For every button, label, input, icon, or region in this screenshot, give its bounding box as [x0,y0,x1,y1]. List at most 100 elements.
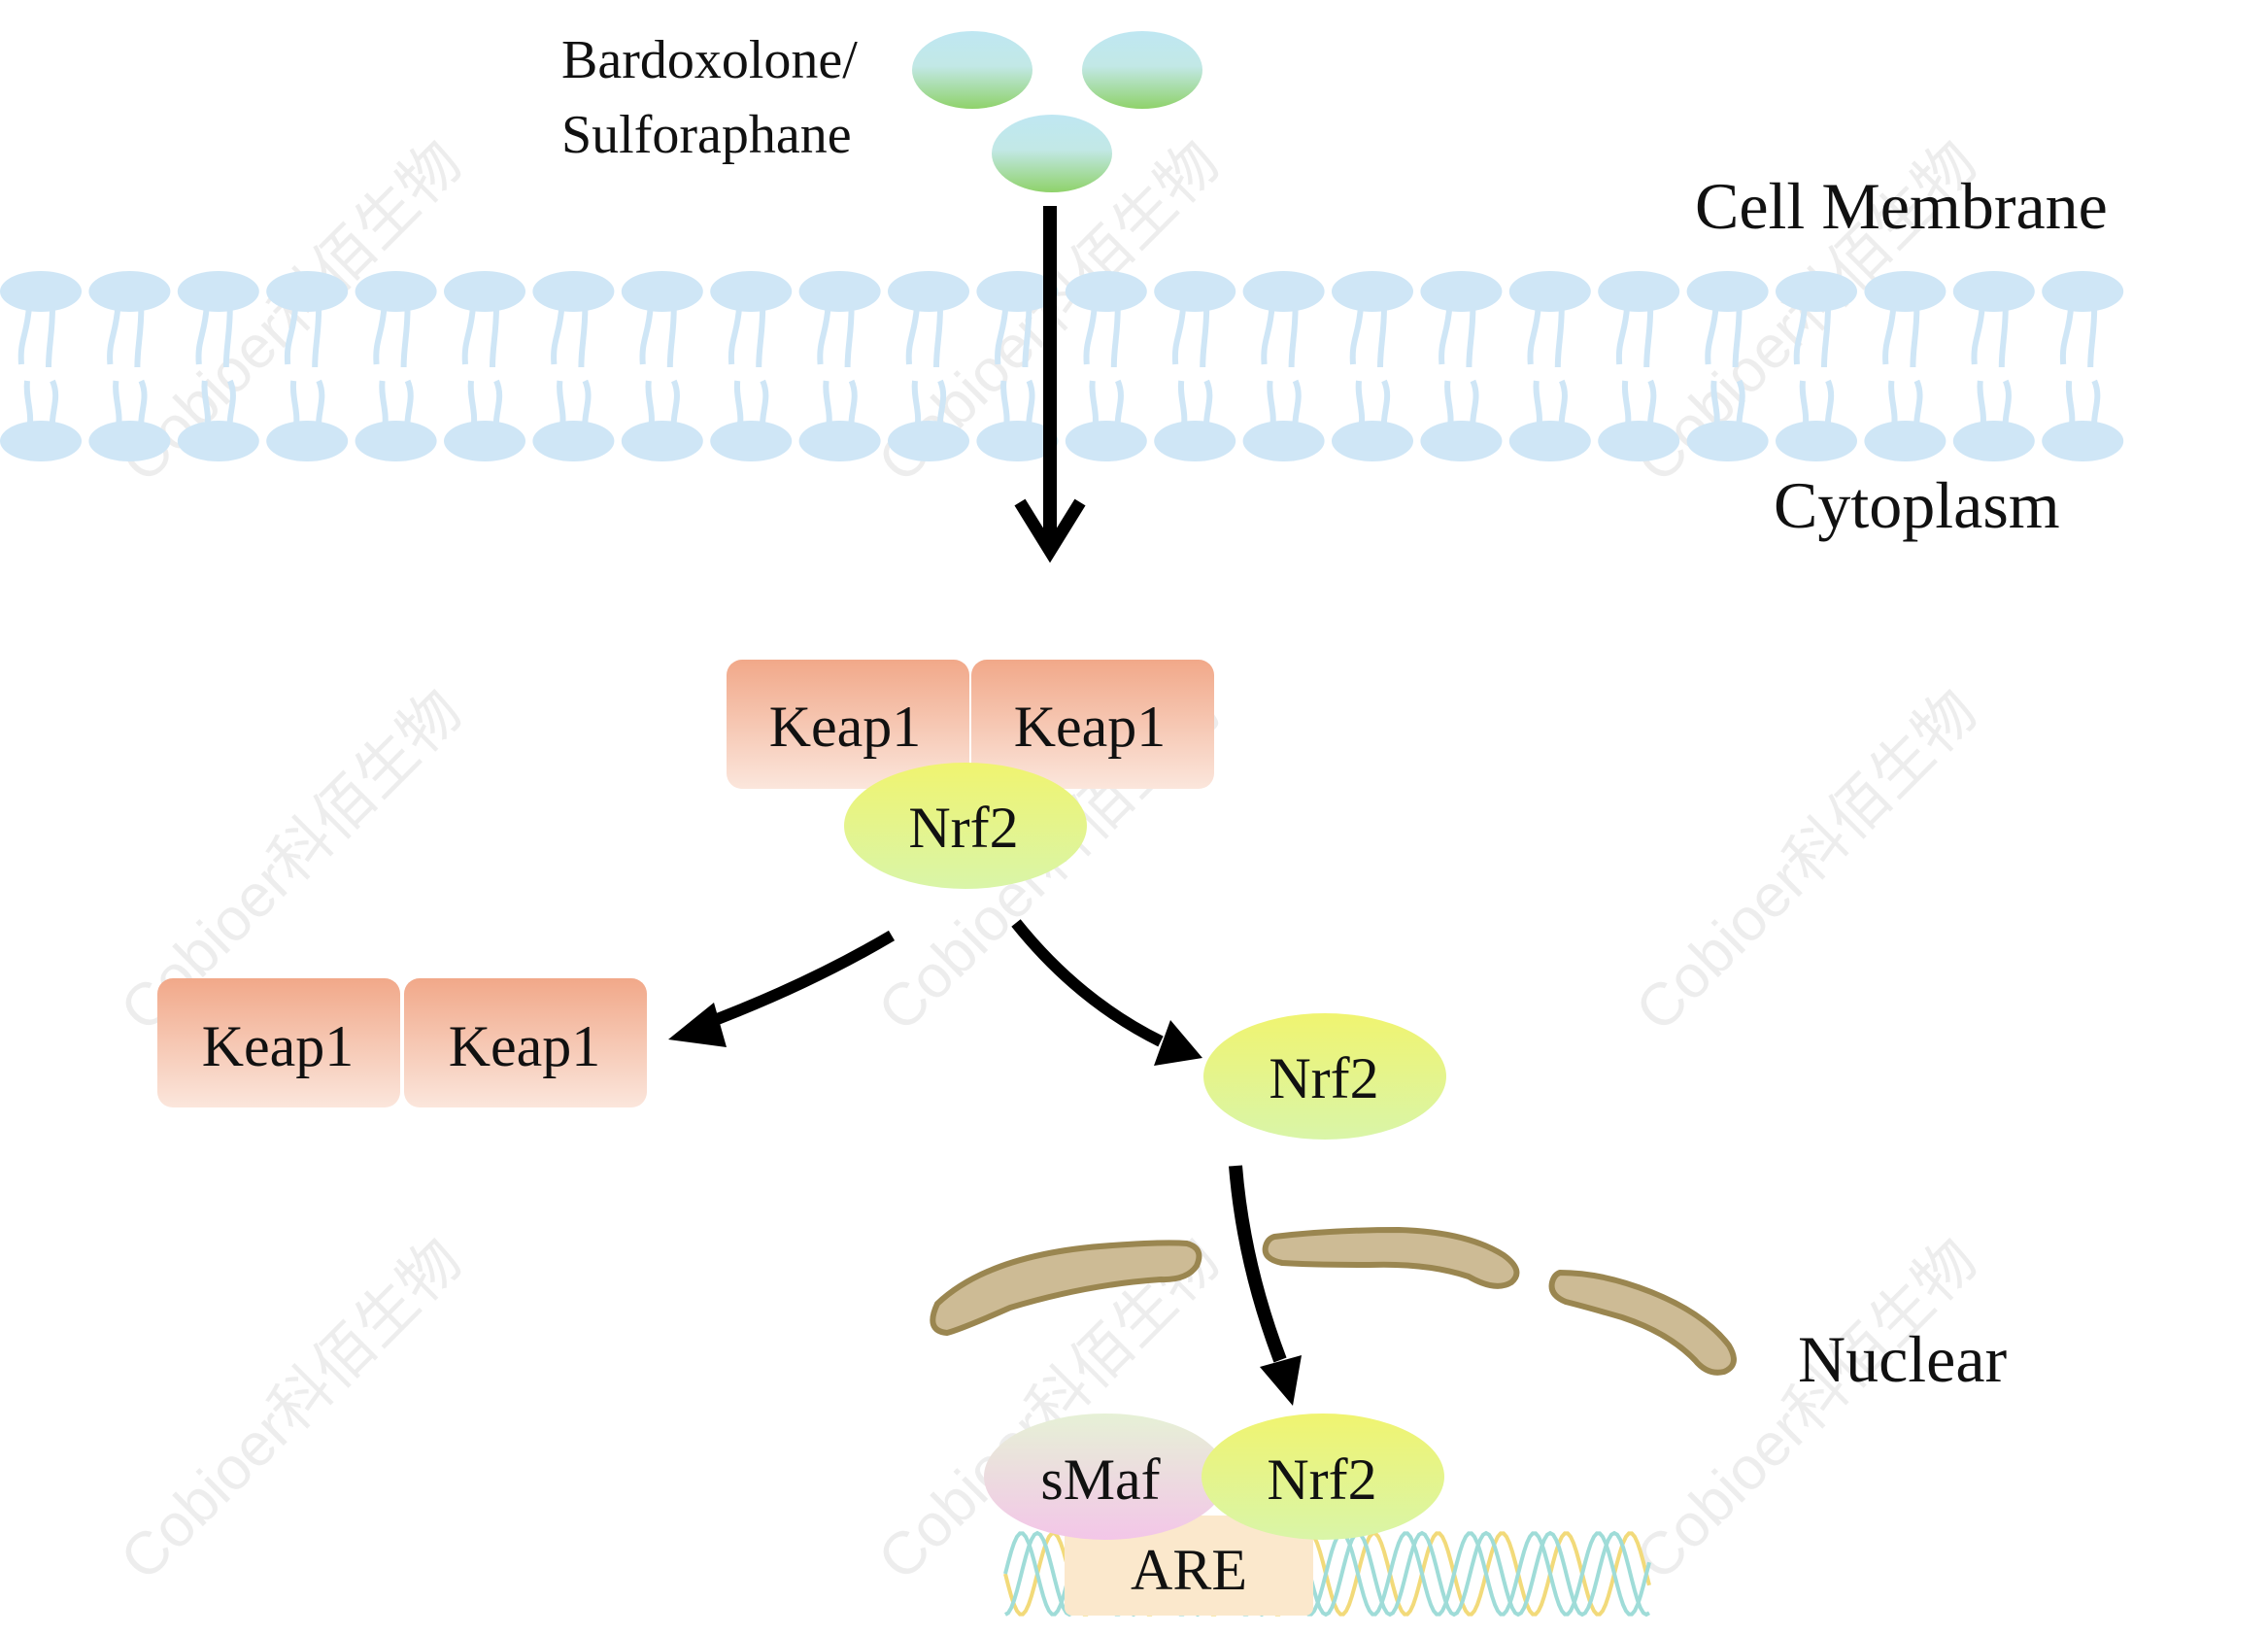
free-nrf2-label: Nrf2 [1269,1046,1378,1110]
lipid-tail [1527,305,1541,365]
lipid-tail [284,305,299,365]
nrf2-oval [844,763,1087,889]
nuclear-envelope [930,1227,1737,1376]
keap1-nrf2-complex: Keap1 Keap1 Nrf2 [727,660,1214,889]
watermark-text: Cobioer科佰生物 [108,1226,475,1593]
lipid-head [1776,421,1857,461]
phospholipid-pair [1598,271,1680,461]
lipid-tail [1288,305,1299,368]
keap1-label: Keap1 [1014,695,1167,759]
phospholipid-pair [976,271,1059,461]
lipid-head [2042,421,2124,461]
cytoplasm-label: Cytoplasm [1774,468,2060,542]
lipid-tail [1377,305,1387,368]
lipid-head [355,421,437,461]
lipid-head [710,271,793,312]
smaf-label: sMaf [1040,1448,1160,1512]
nuclear-envelope-segment [1262,1227,1520,1289]
lipid-head [444,271,525,312]
phospholipid-pair [621,271,703,461]
lipid-tail [1882,305,1897,365]
phospholipid-pair [798,271,881,461]
lipid-tail [490,305,499,368]
lipid-head [266,271,349,312]
lipid-head [266,421,349,461]
lipid-tail [844,305,855,368]
cell-membrane-label: Cell Membrane [1695,169,2108,243]
drug-molecule [1082,31,1202,109]
lipid-tail [195,305,210,365]
drug-molecules [912,31,1202,192]
lipid-head [1242,271,1325,312]
lipid-head [1952,271,2035,312]
lipid-head [1952,421,2035,461]
lipid-tail [1971,305,1985,365]
lipid-head [0,421,82,461]
lipid-head [621,421,703,461]
lipid-head [1065,271,1147,312]
phospholipid-pair [444,271,525,461]
phospholipid-pair [1065,271,1147,461]
free-nrf2-oval [1203,1013,1446,1140]
lipid-tail [222,305,233,368]
lipid-tail [1821,305,1831,368]
lipid-tail [1910,305,1920,368]
keap1-block [157,978,400,1107]
lipid-head [1332,271,1413,312]
lipid-head [88,421,171,461]
lipid-head [532,421,615,461]
lipid-tail [46,305,55,368]
lipid-tail [2087,305,2098,368]
lipid-tail [995,305,1009,365]
watermark-text: Cobioer科佰生物 [1623,677,1990,1044]
lipid-tail [1110,305,1121,368]
lipid-tail [1022,305,1032,368]
lipid-tail [728,305,743,365]
phospholipid-pair [532,271,615,461]
lipid-head [621,271,703,312]
lipid-tail [461,305,476,365]
lipid-head [976,421,1059,461]
cell-membrane-bilayer [0,271,2124,461]
nuclear-entry-arrowhead [1260,1355,1302,1406]
lipid-head [798,421,881,461]
keap1-block [727,660,969,789]
lipid-head [88,271,171,312]
lipid-head [1686,421,1769,461]
phospholipid-pair [1686,271,1769,461]
keap1-label: Keap1 [449,1014,601,1078]
phospholipid-pair [1332,271,1413,461]
lipid-tail [1732,305,1743,368]
drug-molecule [912,31,1032,109]
drug-molecule [992,115,1112,192]
nuclear-label: Nuclear [1798,1322,2008,1396]
lipid-tail [933,305,943,368]
nrf2-label: Nrf2 [908,796,1018,860]
phospholipid-pair [266,271,349,461]
release-keap1-arrowhead [668,1003,727,1047]
keap1-label: Keap1 [769,695,922,759]
watermark-text: Cobioer科佰生物 [1623,1226,1990,1593]
phospholipid-pair [1776,271,1857,461]
lipid-head [2042,271,2124,312]
lipid-tail [400,305,411,368]
are-element-box [1065,1516,1313,1616]
lipid-tail [1643,305,1654,368]
drug-label-line2: Sulforaphane [561,105,852,165]
lipid-head [1864,421,1946,461]
keap1-block [971,660,1214,789]
are-label: ARE [1131,1538,1247,1602]
lipid-tail [1083,305,1098,365]
lipid-head [177,271,259,312]
lipid-head [1420,271,1503,312]
lipid-head [798,271,881,312]
lipid-head [888,421,969,461]
lipid-tail [639,305,654,365]
phospholipid-pair [1864,271,1946,461]
lipid-tail [1466,305,1476,368]
phospholipid-pair [1420,271,1503,461]
nuclear-entry-arrow [1229,1165,1287,1363]
lipid-head [444,421,525,461]
released-keap1-dimer: Keap1 Keap1 [157,978,647,1107]
